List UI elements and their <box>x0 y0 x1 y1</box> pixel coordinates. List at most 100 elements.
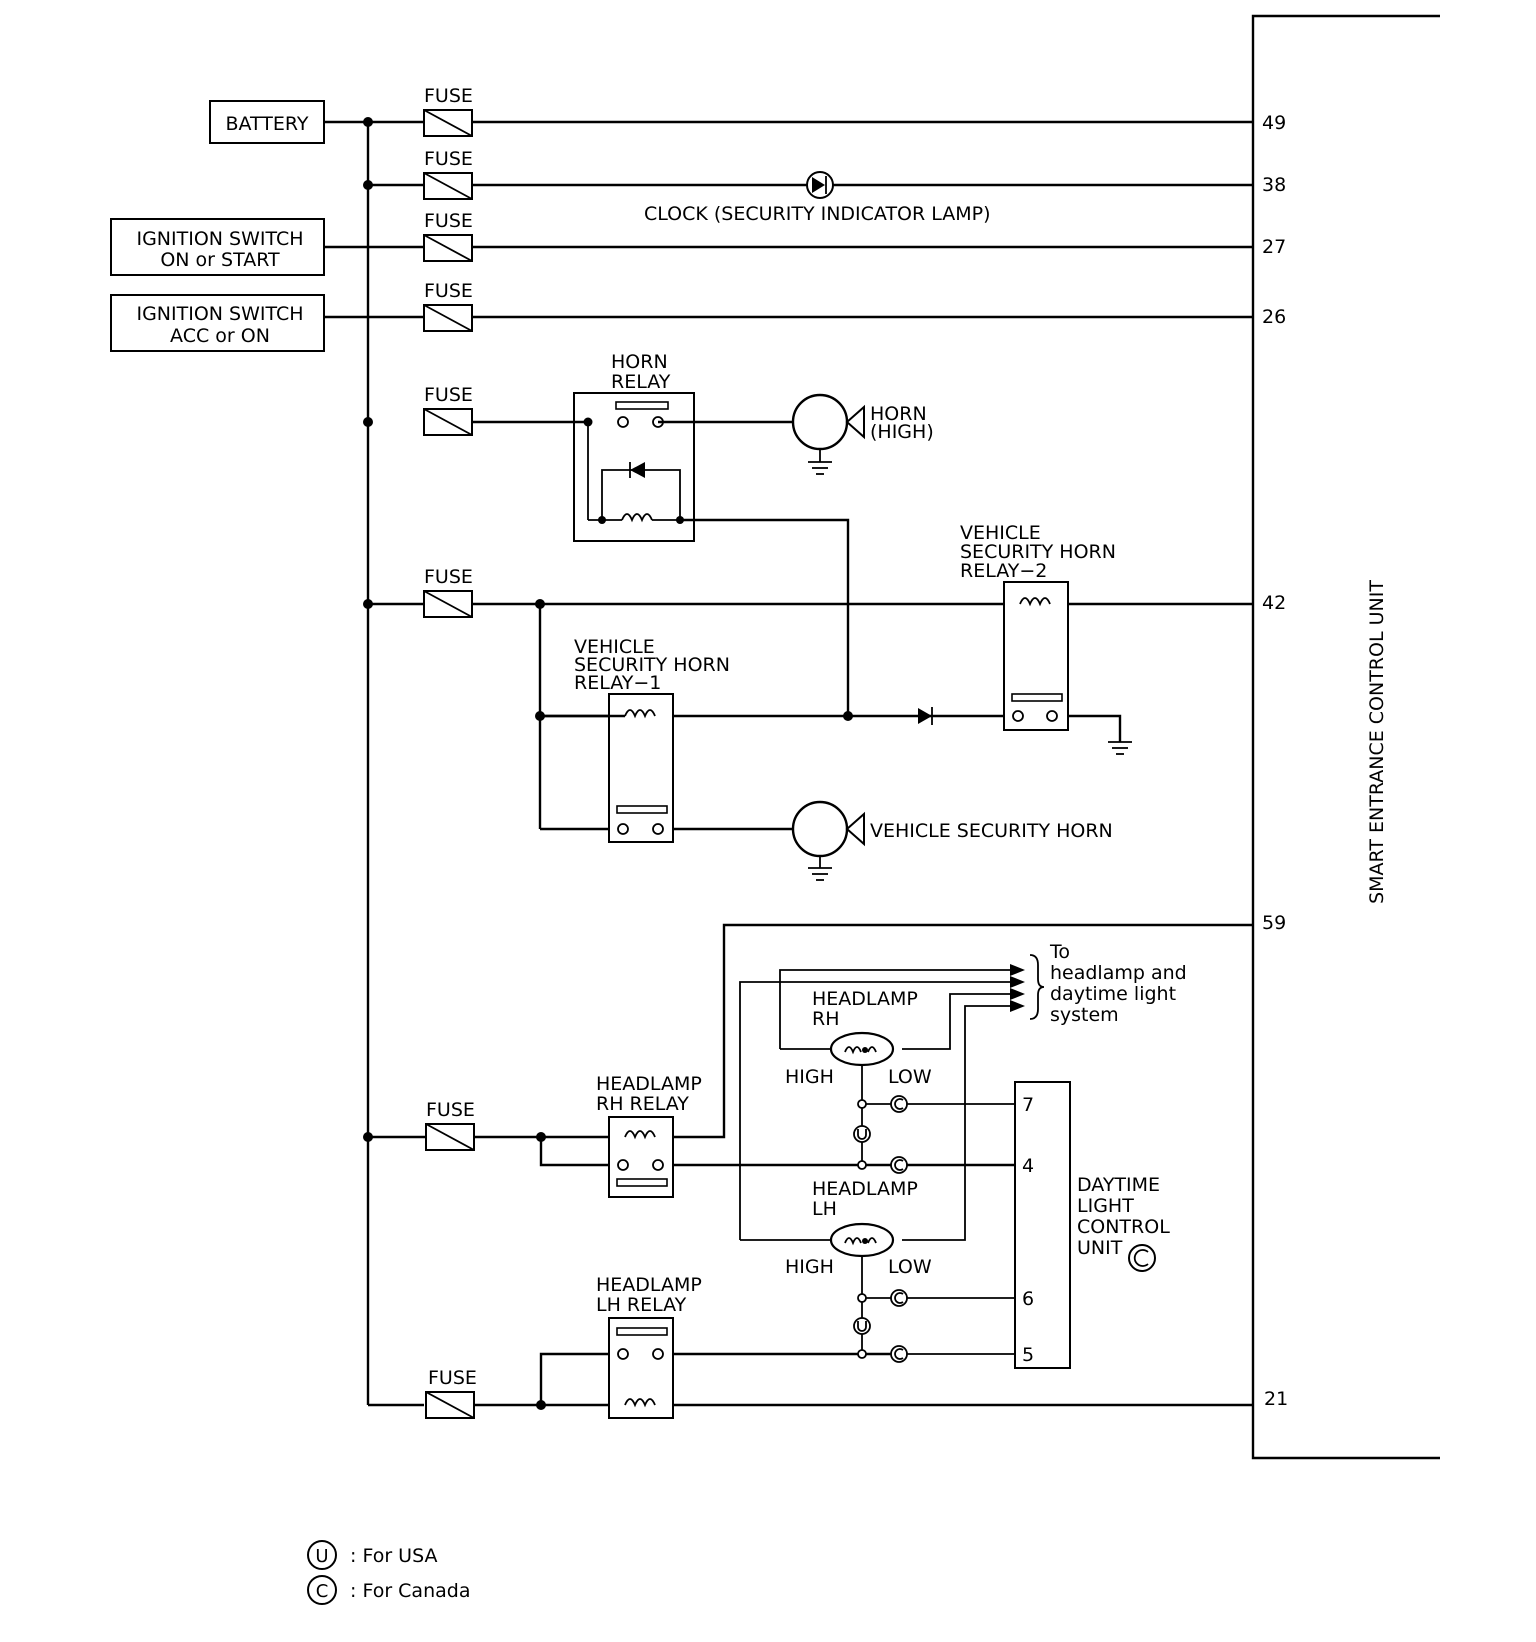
canada-marker-icon <box>890 1156 908 1174</box>
pin-27: 27 <box>1262 236 1286 258</box>
ign2-line2: ACC or ON <box>170 325 270 347</box>
horn-relay: HORN RELAY <box>472 351 850 716</box>
fuse-4: FUSE <box>423 280 473 332</box>
fuse-2-label: FUSE <box>424 148 473 170</box>
pin-59: 59 <box>1262 912 1286 934</box>
fuse-4-label: FUSE <box>424 280 473 302</box>
headlamp-lh-icon <box>829 1222 895 1258</box>
canada-marker-icon <box>890 1095 908 1113</box>
ignition-switch-on-start-box: IGNITION SWITCH ON or START <box>110 218 325 276</box>
pin-21: 21 <box>1264 1388 1288 1410</box>
rh-high-label: HIGH <box>785 1066 834 1088</box>
canada-marker-icon <box>890 1345 908 1363</box>
headlamp-rh-relay: HEADLAMP RH RELAY <box>596 1073 702 1198</box>
vsh-relay-2: VEHICLE SECURITY HORN RELAY−2 <box>960 522 1116 731</box>
pin-38: 38 <box>1262 174 1286 196</box>
lh-high-label: HIGH <box>785 1256 834 1278</box>
headlamp-lh-label-1: HEADLAMP <box>812 1178 918 1200</box>
to-headlamp-note: To headlamp and daytime light system <box>1029 941 1187 1026</box>
battery-label: BATTERY <box>225 113 308 135</box>
vehicle-security-horn-icon <box>791 800 865 881</box>
dlcu-pin-7: 7 <box>1022 1094 1034 1116</box>
horn-high-label-2: (HIGH) <box>870 421 934 443</box>
dlcu-pin-4: 4 <box>1022 1155 1034 1177</box>
clock-label: CLOCK (SECURITY INDICATOR LAMP) <box>644 203 991 225</box>
fuse-7: FUSE <box>425 1099 475 1151</box>
legend-canada-symbol: C <box>316 1581 329 1602</box>
canada-marker-icon <box>890 1289 908 1307</box>
horn-high-label-1: HORN <box>870 403 927 425</box>
pin-26: 26 <box>1262 306 1286 328</box>
dlcu-label-2: LIGHT <box>1077 1195 1134 1217</box>
headlamp-rh-label-1: HEADLAMP <box>812 988 918 1010</box>
dlcu-label-4: UNIT <box>1077 1237 1123 1259</box>
vsh-wiring <box>368 599 1253 831</box>
vsh-diode-icon <box>918 707 933 725</box>
pin-42: 42 <box>1262 592 1286 614</box>
lh-relay-label-1: HEADLAMP <box>596 1274 702 1296</box>
market-markers <box>853 1095 908 1363</box>
headlamp-lh-relay: HEADLAMP LH RELAY <box>596 1274 702 1419</box>
ign2-line1: IGNITION SWITCH <box>136 303 303 325</box>
battery-box: BATTERY <box>209 100 325 144</box>
dlcu-label-3: CONTROL <box>1077 1216 1170 1238</box>
fuse-3: FUSE <box>423 210 473 262</box>
vsh-relay2-label-2: SECURITY HORN <box>960 541 1116 563</box>
horn-relay-label-1: HORN <box>611 351 668 373</box>
legend-usa-icon: U <box>307 1540 337 1570</box>
vsh-horn-label: VEHICLE SECURITY HORN <box>870 820 1113 842</box>
to-headlamp-line-1: To <box>1049 941 1070 963</box>
ignition-switch-acc-on-box: IGNITION SWITCH ACC or ON <box>110 294 325 352</box>
headlamp-rh-icon <box>829 1031 895 1067</box>
legend-usa-text: : For USA <box>350 1545 438 1567</box>
fuse-5-label: FUSE <box>424 384 473 406</box>
usa-marker-icon <box>853 1317 871 1335</box>
fuse-8: FUSE <box>425 1367 477 1419</box>
fuse-8-label: FUSE <box>428 1367 477 1389</box>
fuse-6: FUSE <box>423 566 473 618</box>
canada-marker-icon <box>1128 1244 1156 1272</box>
vsh-relay-1: VEHICLE SECURITY HORN RELAY−1 <box>540 636 730 843</box>
vsh-relay1-label-1: VEHICLE <box>574 636 655 658</box>
vsh-relay2-label-3: RELAY−2 <box>960 560 1047 582</box>
daytime-light-control-unit: 7 4 6 5 DAYTIME LIGHT CONTROL UNIT <box>1014 1081 1170 1369</box>
legend: U : For USA C : For Canada <box>307 1540 470 1605</box>
battery-bus <box>324 117 424 1407</box>
to-headlamp-line-3: daytime light <box>1050 983 1176 1005</box>
horn-relay-label-2: RELAY <box>611 371 671 393</box>
lh-relay-label-2: LH RELAY <box>596 1294 687 1316</box>
horn-high-icon <box>791 393 865 475</box>
pin-49: 49 <box>1262 112 1286 134</box>
dlcu-pin-5: 5 <box>1022 1344 1034 1366</box>
ign1-line2: ON or START <box>160 249 280 271</box>
rh-relay-label-1: HEADLAMP <box>596 1073 702 1095</box>
legend-canada-icon: C <box>307 1575 337 1605</box>
usa-marker-icon <box>853 1125 871 1143</box>
fuse-5: FUSE <box>423 384 473 436</box>
smart-entrance-control-unit: SMART ENTRANCE CONTROL UNIT 49 38 27 26 … <box>1251 14 1440 1460</box>
ign1-line1: IGNITION SWITCH <box>136 228 303 250</box>
vsh-relay1-label-2: SECURITY HORN <box>574 654 730 676</box>
to-headlamp-line-2: headlamp and <box>1050 962 1187 984</box>
vsh-relay2-label-1: VEHICLE <box>960 522 1041 544</box>
dlcu-label-1: DAYTIME <box>1077 1174 1160 1196</box>
dlcu-pin-6: 6 <box>1022 1288 1034 1310</box>
fuse-2: FUSE <box>423 148 473 200</box>
secu-label: SMART ENTRANCE CONTROL UNIT <box>1366 580 1388 904</box>
headlamp-lh-label-2: LH <box>812 1198 837 1220</box>
wires-top <box>324 120 1253 319</box>
rh-relay-label-2: RH RELAY <box>596 1093 689 1115</box>
to-headlamp-line-4: system <box>1050 1004 1119 1026</box>
headlamp-rh-label-2: RH <box>812 1008 840 1030</box>
fuse-6-label: FUSE <box>424 566 473 588</box>
rh-low-label: LOW <box>888 1066 932 1088</box>
clock-lamp-icon <box>806 171 834 199</box>
lh-low-label: LOW <box>888 1256 932 1278</box>
legend-usa-symbol: U <box>315 1546 328 1567</box>
legend-canada-text: : For Canada <box>350 1580 470 1602</box>
fuse-7-label: FUSE <box>426 1099 475 1121</box>
fuse-1-label: FUSE <box>424 85 473 107</box>
fuse-1: FUSE <box>423 85 473 137</box>
fuse-3-label: FUSE <box>424 210 473 232</box>
